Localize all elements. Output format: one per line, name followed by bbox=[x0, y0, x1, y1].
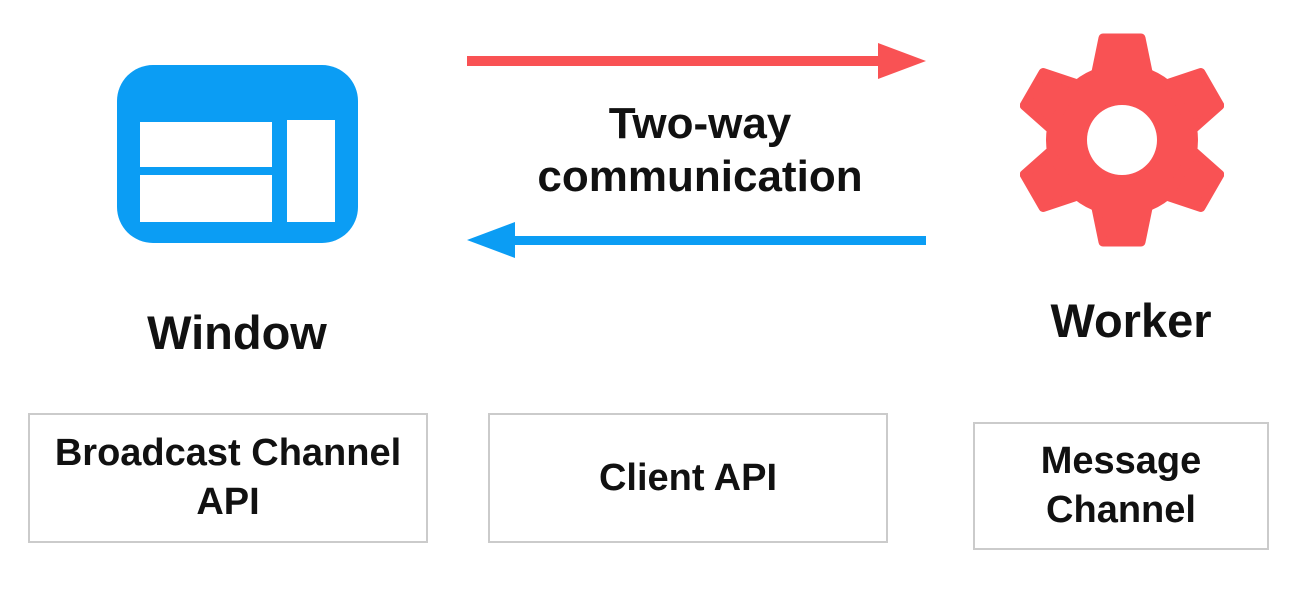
worker-to-window-arrow bbox=[467, 222, 926, 258]
api-box-label: Broadcast Channel API bbox=[54, 432, 402, 523]
two-way-communication-label: Two-way communication bbox=[537, 99, 863, 201]
browser-sidebar-panel bbox=[287, 120, 335, 222]
api-box-label: Client API bbox=[598, 456, 778, 499]
arrow-shaft bbox=[467, 56, 878, 66]
gear-body bbox=[1020, 33, 1224, 247]
arrow-head-right bbox=[878, 43, 926, 79]
worker-node-label: Worker bbox=[1050, 294, 1212, 347]
api-box-label: Message Channel bbox=[1040, 440, 1202, 531]
api-box-broadcast-channel: Broadcast Channel API bbox=[28, 413, 428, 543]
gear-icon bbox=[1020, 33, 1224, 247]
browser-content-bar-bottom bbox=[140, 175, 272, 222]
arrow-head-left bbox=[467, 222, 515, 258]
api-box-message-channel: Message Channel bbox=[973, 422, 1269, 550]
browser-content-bar-top bbox=[140, 122, 272, 167]
gear-center-hole bbox=[1087, 105, 1157, 175]
window-node-label: Window bbox=[147, 306, 327, 359]
browser-window-icon bbox=[117, 65, 358, 243]
api-box-client-api: Client API bbox=[488, 413, 888, 543]
window-to-worker-arrow bbox=[467, 43, 926, 79]
arrow-shaft bbox=[515, 236, 926, 245]
